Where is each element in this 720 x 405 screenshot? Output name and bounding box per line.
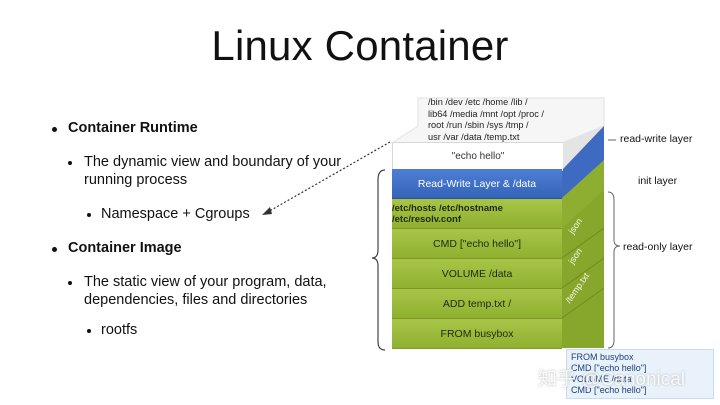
dotted-arrow-line xyxy=(265,141,391,214)
read-write-layer: Read-Write Layer & /data xyxy=(392,169,562,199)
arrow-head-icon xyxy=(262,207,272,215)
image-sub: rootfs xyxy=(101,322,138,338)
ro-side-face xyxy=(562,190,604,348)
image-desc-line1: The static view of your program, data, xyxy=(84,274,327,290)
rootfs-line: /bin /dev /etc /home /lib / xyxy=(428,97,528,107)
bullet-dot xyxy=(87,213,91,217)
runtime-heading: Container Runtime xyxy=(68,120,198,136)
dockerfile-line: CMD ["echo hello"] xyxy=(571,385,647,395)
volume-layer: VOLUME /data xyxy=(392,259,562,289)
init-label: init layer xyxy=(638,175,678,187)
watermark: 知乎 @Canonical xyxy=(538,369,686,390)
dockerfile-line: CMD ["echo hello"] xyxy=(571,363,647,373)
runtime-desc-line2: running process xyxy=(84,172,188,188)
rootfs-line: root /run /sbin /sys /tmp / xyxy=(428,120,529,131)
bullet-dot xyxy=(52,127,57,132)
add-layer: ADD temp.txt / xyxy=(392,289,562,319)
image-heading: Container Image xyxy=(68,240,182,256)
read-write-label: read-write layer xyxy=(620,133,693,145)
from-layer: FROM busybox xyxy=(392,319,562,349)
bullet-dot xyxy=(68,281,72,285)
rootfs-line: usr /var /data /temp.txt xyxy=(428,131,520,142)
page-title: Linux Container xyxy=(211,22,509,69)
init-layer: /etc/hosts /etc/hostname /etc/resolv.con… xyxy=(392,199,562,229)
rootfs-listing: /bin /dev /etc /home /lib / lib64 /media… xyxy=(428,97,598,143)
bullet-dot xyxy=(87,329,91,333)
left-brace xyxy=(371,169,386,351)
read-only-label: read-only layer xyxy=(623,241,693,253)
runtime-desc-line1: The dynamic view and boundary of your xyxy=(84,154,342,170)
dockerfile-line: VOLUME /data xyxy=(571,374,632,384)
dockerfile-line: FROM busybox xyxy=(571,352,634,362)
bullet-dot xyxy=(68,161,72,165)
rootfs-line: lib64 /media /mnt /opt /proc / xyxy=(428,108,544,119)
bullet-dot xyxy=(52,247,57,252)
runtime-sub: Namespace + Cgroups xyxy=(101,206,250,222)
dockerfile-snippet: FROM busybox CMD ["echo hello"] VOLUME /… xyxy=(566,349,714,399)
cmd-layer: CMD ["echo hello"] xyxy=(392,229,562,259)
right-brace xyxy=(607,191,621,349)
container-top-layer: "echo hello" xyxy=(392,142,563,171)
init-side-face xyxy=(562,160,604,228)
rw-side-face xyxy=(562,126,604,198)
image-desc-line2: dependencies, files and directories xyxy=(84,292,308,308)
